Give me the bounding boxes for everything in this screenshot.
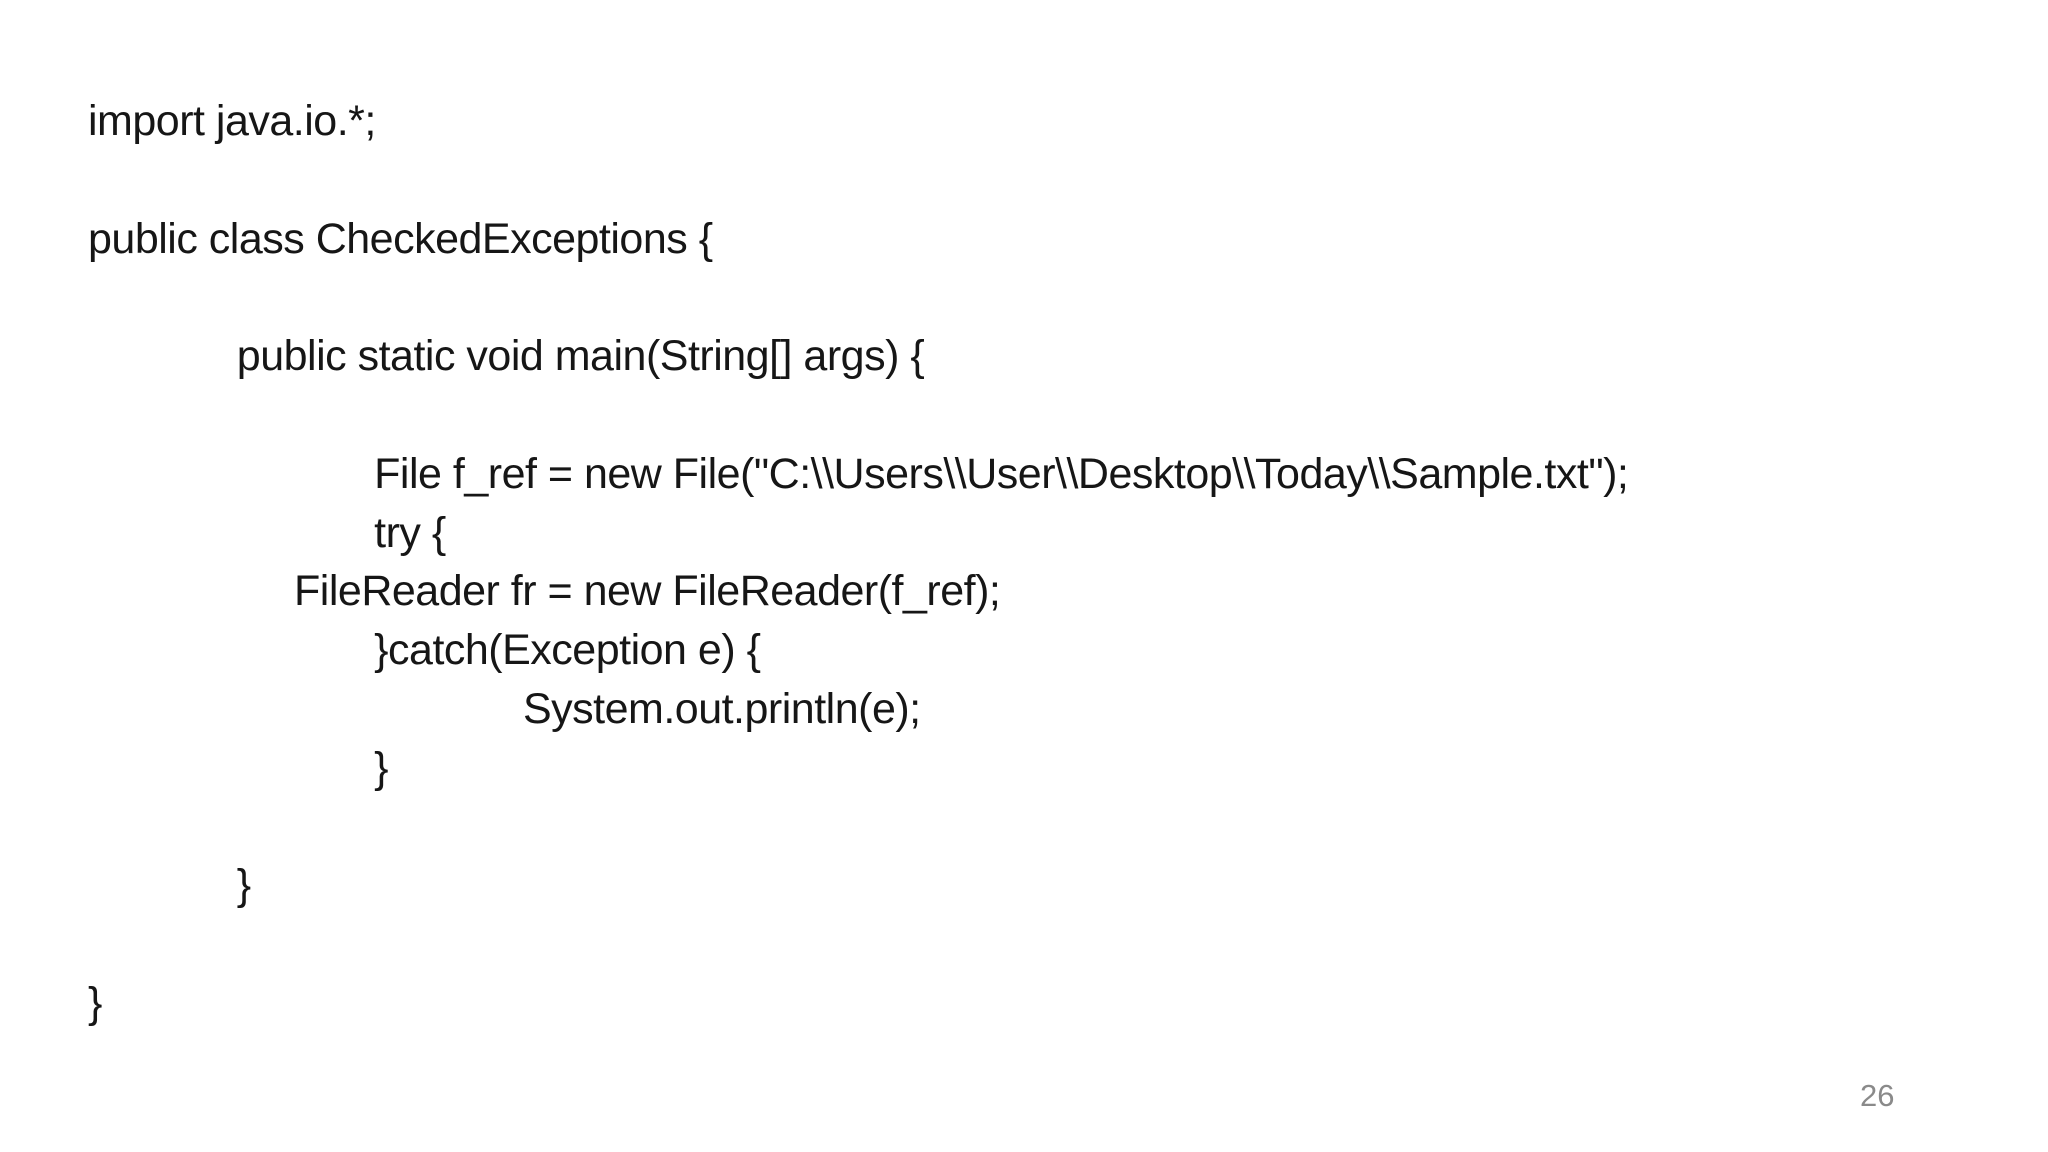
code-line [88,798,1628,857]
code-line: } [88,978,102,1027]
code-line: } [88,743,389,792]
code-line [88,386,1628,445]
code-line: public class CheckedExceptions { [88,214,713,263]
code-line: }catch(Exception e) { [88,626,761,675]
code-line: FileReader fr = new FileReader(f_ref); [88,567,1001,616]
code-line: try { [88,508,446,557]
code-line [88,151,1628,210]
code-line: File f_ref = new File("C:\\Users\\User\\… [88,449,1629,498]
code-line: } [88,861,251,910]
code-block: import java.io.*; public class CheckedEx… [88,92,1629,1033]
code-line [88,268,1628,327]
code-line [88,915,1628,974]
page-number: 26 [1860,1078,1895,1113]
code-line: import java.io.*; [88,97,376,145]
code-line: System.out.println(e); [88,684,921,733]
code-line: public static void main(String[] args) { [88,332,925,381]
